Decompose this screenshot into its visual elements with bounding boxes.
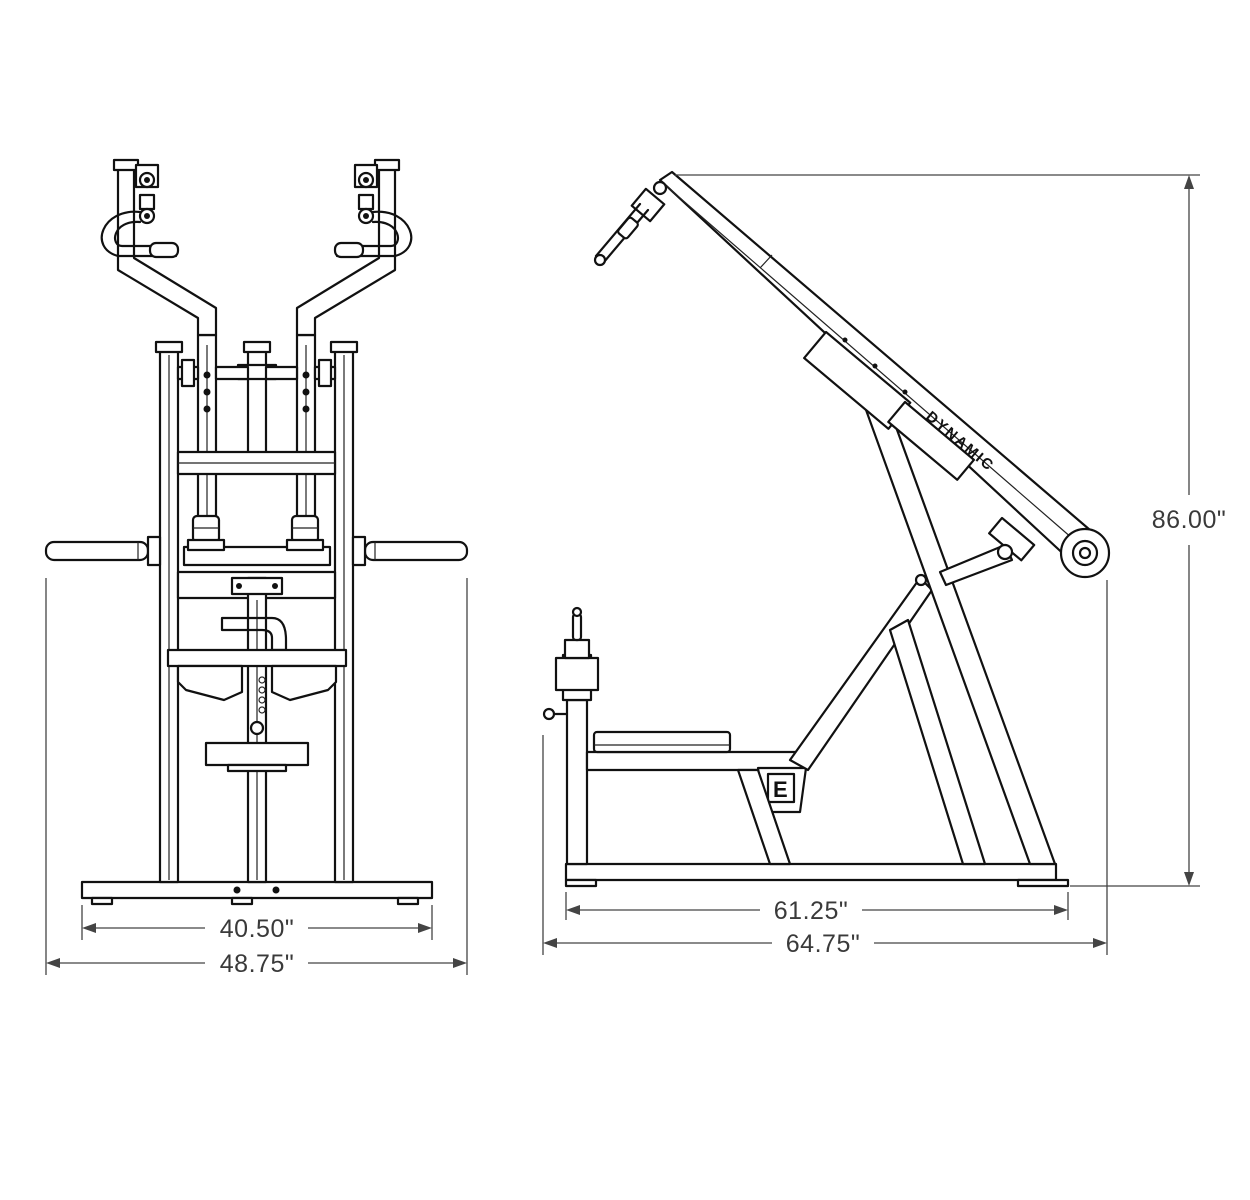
side-logo-letter: E [773,777,788,802]
front-view [44,158,469,906]
front-outer-width-label: 48.75" [220,950,294,978]
dimension-labels: 40.50" 48.75" 61.25" 64.75" 86.00" [220,506,1226,978]
side-height-label: 86.00" [1152,506,1226,534]
side-overall-length-label: 64.75" [786,930,860,958]
side-view: E DYNAMIC [542,170,1111,888]
side-base-length-label: 61.25" [774,897,848,925]
front-inner-width-label: 40.50" [220,915,294,943]
dimension-lines [45,174,1200,975]
